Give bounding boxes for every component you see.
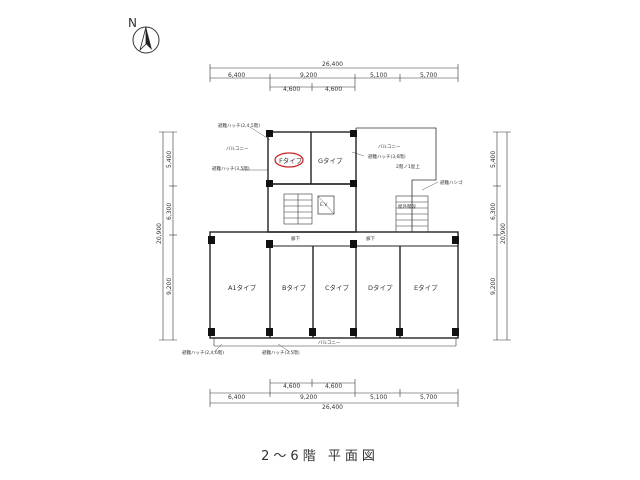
dim-right-total: 20,900 <box>500 223 507 244</box>
dim-top-3: 5,100 <box>370 72 387 79</box>
dim-bottom-4: 5,700 <box>420 394 437 401</box>
balcony-f-label: バルコニー <box>226 146 249 152</box>
interior-stairs <box>283 193 313 225</box>
north-arrow-icon: N <box>128 16 160 54</box>
dim-left-3: 9,200 <box>166 278 173 295</box>
columns <box>208 130 459 336</box>
dim-left-2: 6,300 <box>166 203 173 220</box>
north-label: N <box>128 16 137 30</box>
outdoor-stairs-label: 屋外階段 <box>398 203 416 210</box>
dim-right-3: 9,200 <box>490 278 497 295</box>
hatch-bottom-left-label: 避難ハッチ(2,4,6階) <box>182 349 224 356</box>
elevator-shaft <box>317 195 335 215</box>
bottom-dimensions <box>209 379 459 407</box>
hatch-top-left-label: 避難ハッチ(2,4,5階) <box>218 122 260 129</box>
unit-a1-label: A1タイプ <box>228 283 257 292</box>
balcony-g-label: バルコニー <box>378 144 401 150</box>
dim-left-1: 5,400 <box>166 151 173 168</box>
right-dimensions <box>493 131 511 341</box>
emergency-ladder-label: 避難ハシゴ <box>440 179 463 186</box>
unit-c-label: Cタイプ <box>325 283 350 292</box>
corridor-left-label: 廊下 <box>291 235 300 242</box>
unit-b-label: Bタイプ <box>282 283 306 292</box>
unit-g-label: Gタイプ <box>318 156 343 165</box>
dim-bottom-3: 5,100 <box>370 394 387 401</box>
balcony-bottom-label: バルコニー <box>318 340 341 346</box>
building-walls <box>209 131 459 339</box>
dim-top-sub-2: 4,600 <box>325 86 342 93</box>
dim-bottom-total: 26,400 <box>322 404 343 411</box>
dim-right-2: 6,300 <box>490 203 497 220</box>
unit-d-label: Dタイプ <box>368 283 393 292</box>
elevator-label: E.V <box>320 202 328 208</box>
hatch-bottom-mid-label: 避難ハッチ(3,5階) <box>262 349 300 356</box>
dim-left-total: 20,900 <box>156 223 163 244</box>
outdoor-stairs <box>395 195 429 233</box>
dim-right-1: 5,400 <box>490 151 497 168</box>
unit-e-label: Eタイプ <box>414 283 438 292</box>
dim-bottom-sub-1: 4,600 <box>283 383 300 390</box>
dim-bottom-2: 9,200 <box>300 394 317 401</box>
roof-label: 2階ノ1屋上 <box>396 163 420 170</box>
hatch-left-mid-label: 避難ハッチ(3,5階) <box>212 165 250 172</box>
dim-top-2: 9,200 <box>300 72 317 79</box>
elevator-cross <box>317 195 335 215</box>
unit-f-label: Fタイプ <box>279 156 303 165</box>
left-dimensions <box>159 131 177 341</box>
corridor-right-label: 廊下 <box>366 235 375 242</box>
unit-f: Fタイプ <box>274 152 304 168</box>
plan-caption: 2～6階 平面図 <box>261 449 379 464</box>
hatch-top-right-label: 避難ハッチ(3,6階) <box>368 153 406 160</box>
leader-lines <box>213 126 439 353</box>
dim-top-total: 26,400 <box>322 61 343 68</box>
dim-bottom-sub-2: 4,600 <box>325 383 342 390</box>
dim-bottom-1: 6,400 <box>228 394 245 401</box>
highlight-circle <box>274 152 304 168</box>
bottom-balcony <box>213 338 457 347</box>
dim-top-4: 5,700 <box>420 72 437 79</box>
dim-top-sub-1: 4,600 <box>283 86 300 93</box>
dim-top-1: 6,400 <box>228 72 245 79</box>
top-dimensions <box>209 64 459 91</box>
